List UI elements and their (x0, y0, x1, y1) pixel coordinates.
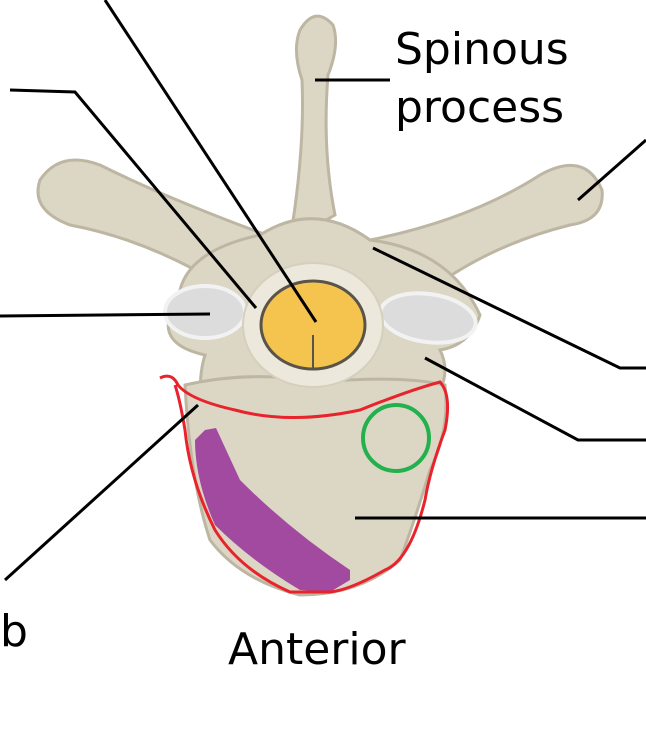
leader-line-transverse (577, 138, 646, 202)
left-articular-facet (163, 284, 247, 340)
label-anterior: Anterior (228, 624, 406, 675)
spinous-process (288, 14, 338, 243)
leader-line-spinal-cord (103, 0, 318, 323)
label-b: b (0, 606, 28, 657)
leader-line-facet (0, 312, 211, 318)
green-circle (361, 403, 431, 473)
purple-highlight (195, 428, 350, 592)
label-process: process (395, 82, 565, 133)
spinal-cord (259, 279, 367, 371)
annotation-marks (159, 374, 450, 594)
leader-line-b (3, 403, 200, 582)
leader-line-arch (424, 356, 646, 442)
leader-line-pedicle (9, 88, 258, 309)
label-spinous: Spinous (395, 24, 569, 75)
leader-lines (0, 0, 646, 582)
red-outline (159, 374, 450, 594)
leader-line-lamina (372, 246, 646, 370)
